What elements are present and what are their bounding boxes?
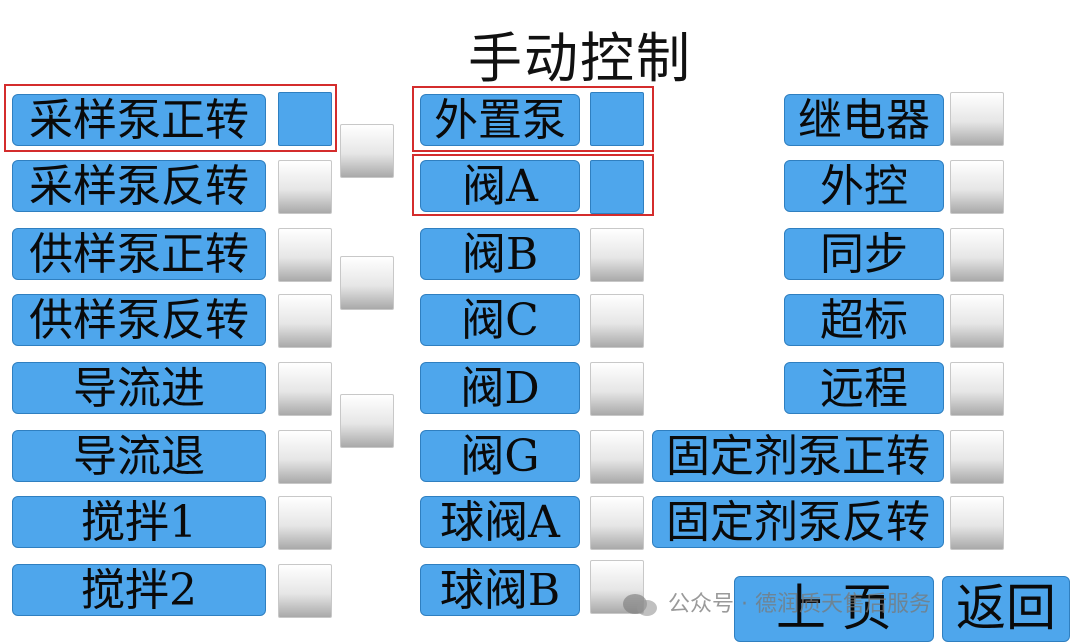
- wechat-icon: [623, 594, 657, 616]
- valve-g-button[interactable]: 阀G: [420, 430, 580, 482]
- stirrer-1-button[interactable]: 搅拌1: [12, 496, 266, 548]
- button-label: 固定剂泵反转: [666, 497, 930, 548]
- valve-g-indicator: [590, 430, 644, 484]
- diverter-in-indicator: [278, 362, 332, 416]
- valve-a-button[interactable]: 阀A: [420, 160, 580, 212]
- button-label: 采样泵正转: [29, 95, 249, 146]
- external-pump-button[interactable]: 外置泵: [420, 94, 580, 146]
- stirrer-2-button[interactable]: 搅拌2: [12, 564, 266, 616]
- valve-c-button[interactable]: 阀C: [420, 294, 580, 346]
- sampling-pump-reverse-indicator: [278, 160, 332, 214]
- external-control-button[interactable]: 外控: [784, 160, 944, 212]
- fixative-pump-forward-indicator: [950, 430, 1004, 484]
- supply-pump-forward-button[interactable]: 供样泵正转: [12, 228, 266, 280]
- over-limit-button[interactable]: 超标: [784, 294, 944, 346]
- button-label: 上 页: [776, 579, 892, 637]
- relay-button[interactable]: 继电器: [784, 94, 944, 146]
- valve-d-button[interactable]: 阀D: [420, 362, 580, 414]
- diverter-in-button[interactable]: 导流进: [12, 362, 266, 414]
- valve-d-indicator: [590, 362, 644, 416]
- ball-valve-a-button[interactable]: 球阀A: [420, 496, 580, 548]
- valve-b-button[interactable]: 阀B: [420, 228, 580, 280]
- button-label: 导流退: [73, 431, 205, 482]
- diverter-out-indicator: [278, 430, 332, 484]
- remote-button[interactable]: 远程: [784, 362, 944, 414]
- button-label: 返回: [956, 579, 1056, 637]
- supply-pump-forward-indicator: [278, 228, 332, 282]
- remote-indicator: [950, 362, 1004, 416]
- page-title: 手动控制: [468, 27, 692, 90]
- sync-indicator: [950, 228, 1004, 282]
- sync-button[interactable]: 同步: [784, 228, 944, 280]
- diverter-pair-indicator: [340, 394, 394, 448]
- sampling-pump-forward-button[interactable]: 采样泵正转: [12, 94, 266, 146]
- button-label: 供样泵反转: [29, 295, 249, 346]
- button-label: 球阀A: [440, 497, 560, 548]
- button-label: 导流进: [73, 363, 205, 414]
- button-label: 阀C: [461, 295, 539, 346]
- button-label: 供样泵正转: [29, 229, 249, 280]
- stirrer-1-indicator: [278, 496, 332, 550]
- supply-pump-reverse-indicator: [278, 294, 332, 348]
- stirrer-2-indicator: [278, 564, 332, 618]
- back-button[interactable]: 返回: [942, 576, 1070, 642]
- sampling-pump-forward-indicator: [278, 92, 332, 146]
- watermark-text: 公众号 · 德润质天售后服务: [668, 592, 931, 617]
- external-control-indicator: [950, 160, 1004, 214]
- previous-page-button[interactable]: 上 页: [734, 576, 934, 642]
- button-label: 采样泵反转: [29, 161, 249, 212]
- over-limit-indicator: [950, 294, 1004, 348]
- fixative-pump-reverse-indicator: [950, 496, 1004, 550]
- ball-valve-b-indicator: [590, 560, 644, 614]
- button-label: 搅拌2: [81, 565, 197, 616]
- button-label: 阀G: [460, 431, 540, 482]
- button-label: 固定剂泵正转: [666, 431, 930, 482]
- supply-pump-reverse-button[interactable]: 供样泵反转: [12, 294, 266, 346]
- ball-valve-a-indicator: [590, 496, 644, 550]
- relay-indicator: [950, 92, 1004, 146]
- diverter-out-button[interactable]: 导流退: [12, 430, 266, 482]
- button-label: 同步: [820, 229, 908, 280]
- sampling-pump-pair-indicator: [340, 124, 394, 178]
- button-label: 远程: [820, 363, 908, 414]
- button-label: 球阀B: [439, 565, 561, 616]
- watermark: 公众号 · 德润质天售后服务: [620, 586, 931, 618]
- button-label: 阀B: [461, 229, 539, 280]
- valve-a-indicator: [590, 160, 644, 214]
- fixative-pump-reverse-button[interactable]: 固定剂泵反转: [652, 496, 944, 548]
- button-label: 继电器: [798, 95, 930, 146]
- button-label: 外置泵: [434, 95, 566, 146]
- button-label: 阀D: [460, 363, 540, 414]
- valve-c-indicator: [590, 294, 644, 348]
- sampling-pump-reverse-button[interactable]: 采样泵反转: [12, 160, 266, 212]
- button-label: 外控: [820, 161, 908, 212]
- button-label: 超标: [820, 295, 908, 346]
- fixative-pump-forward-button[interactable]: 固定剂泵正转: [652, 430, 944, 482]
- button-label: 搅拌1: [81, 497, 197, 548]
- external-pump-indicator: [590, 92, 644, 146]
- valve-b-indicator: [590, 228, 644, 282]
- supply-pump-pair-indicator: [340, 256, 394, 310]
- button-label: 阀A: [462, 161, 538, 212]
- ball-valve-b-button[interactable]: 球阀B: [420, 564, 580, 616]
